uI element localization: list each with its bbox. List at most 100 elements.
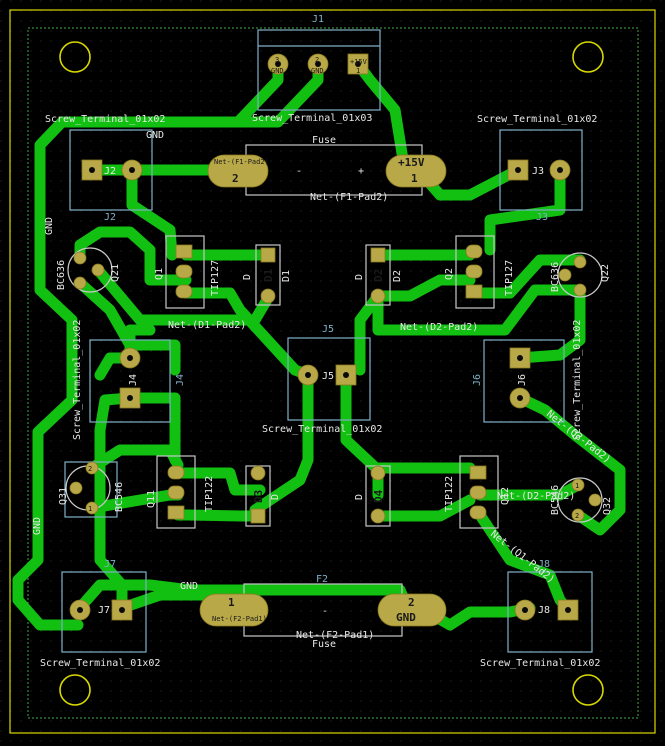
- f1-pad1-number: 1: [411, 172, 418, 185]
- j2-ref: J2: [104, 212, 116, 223]
- q22-pad-1: [573, 255, 587, 269]
- trace-j4-up: [124, 392, 181, 466]
- trace-j6-top: [514, 289, 586, 364]
- j4-ref: J4: [175, 374, 186, 386]
- q21-pad-1: [73, 251, 87, 265]
- j5-ref: J5: [322, 324, 334, 335]
- mounting-hole-top-right: [572, 41, 604, 73]
- j5-value: Screw_Terminal_01x02: [262, 424, 382, 435]
- trace-j3-q2: [484, 164, 566, 256]
- j3-value: Screw_Terminal_01x02: [477, 114, 597, 125]
- q31-pin3: 1: [88, 505, 92, 513]
- q31-pad-3: [85, 501, 99, 515]
- trace-j5-q12: [340, 369, 384, 501]
- d4-pad-1: [370, 465, 386, 481]
- q32-pad-3: [571, 508, 585, 522]
- trace-q2-j5: [354, 290, 384, 376]
- q11-pad-2: [167, 485, 185, 500]
- q12-pad-1: [469, 465, 487, 480]
- q21-pad-2: [91, 263, 105, 277]
- f1-plus: +: [358, 166, 364, 177]
- q32-outline: [557, 477, 603, 523]
- q1-pad-1: [175, 244, 193, 259]
- trace-q2-q22: [470, 254, 586, 299]
- q22-ref: Q22: [600, 264, 611, 282]
- d1-pad-2: [260, 288, 276, 304]
- q32-pad-2: [588, 493, 602, 507]
- d1-outline: [255, 244, 281, 306]
- gnd-label-bottom: GND: [180, 581, 198, 592]
- j2-outline: [69, 129, 153, 211]
- j1-pin2-label: GND: [311, 67, 324, 75]
- f1-label: Fuse: [312, 135, 336, 146]
- j2-value: Screw_Terminal_01x02: [45, 114, 165, 125]
- d4-value: D: [354, 494, 365, 500]
- q32-pad-1: [571, 478, 585, 492]
- j1-pin1-number: 1: [356, 67, 360, 75]
- j1-pin3-number: 3: [275, 56, 279, 64]
- f2-pad-1: [199, 593, 269, 627]
- d2-ref: D2: [392, 270, 403, 282]
- f1-minus: -: [296, 166, 302, 177]
- f1-pad2-number: 2: [232, 172, 239, 185]
- d2-pad-1: [370, 247, 386, 263]
- gnd-label-top: GND: [146, 130, 164, 141]
- q1-value: TIP127: [210, 260, 221, 296]
- j1-pin2-number: 2: [315, 56, 319, 64]
- j1-pin1-label: +15V: [350, 58, 368, 66]
- d2-silk: D2: [372, 269, 385, 282]
- f1-pad2-net: Net-(F1-Pad2): [214, 158, 269, 166]
- q12-outline: [459, 455, 499, 529]
- j1-ref: J1: [312, 14, 324, 25]
- j1-outline: [257, 29, 381, 111]
- q2-pad-1: [465, 244, 483, 259]
- q2-outline: [455, 235, 495, 309]
- q22-pad-3: [573, 283, 587, 297]
- f2-pad2-net: GND: [396, 611, 416, 624]
- trace-j6-diag: [514, 392, 626, 536]
- j6-silk-ref: J6: [517, 374, 528, 386]
- trace-j5-q11: [249, 369, 314, 516]
- f2-pad-2: [377, 593, 447, 627]
- q12-value: TIP122: [444, 476, 455, 512]
- q22-pad-2: [558, 268, 572, 282]
- q2-pad-2: [465, 264, 483, 279]
- q31-pin2: 2: [88, 465, 92, 473]
- q11-value: TIP122: [204, 476, 215, 512]
- q32-ref: Q32: [602, 497, 613, 515]
- j6-outline: [483, 339, 565, 423]
- q31-value: BC546: [114, 482, 125, 512]
- f2-minus: -: [322, 606, 328, 617]
- net-d2-label: Net-(D2-Pad2): [400, 322, 478, 333]
- q31-pad-1: [85, 461, 99, 475]
- j3-silk-ref: J3: [532, 166, 544, 177]
- q11-ref: Q11: [146, 490, 157, 508]
- f1-pad1-net: +15V: [398, 156, 425, 169]
- j7-outline: [61, 571, 147, 653]
- f1-net-label: Net-(F1-Pad2): [310, 192, 388, 203]
- j8-outline: [507, 571, 593, 653]
- q31-ref: Q31: [58, 487, 69, 505]
- trace-q21-1: [74, 226, 192, 286]
- j7-value: Screw_Terminal_01x02: [40, 658, 160, 669]
- q12-ref: Q12: [500, 487, 511, 505]
- d4-pad-2: [370, 508, 386, 524]
- net-d1-label: Net-(D1-Pad2): [168, 320, 246, 331]
- f2-ref: F2: [316, 574, 328, 585]
- q11-pad-3: [167, 465, 185, 480]
- f2-net-label: Net-(F2-Pad1): [296, 630, 374, 641]
- j8-silk-ref: J8: [538, 605, 550, 616]
- trace-j2-q1: [126, 164, 178, 261]
- f2-label: Fuse: [312, 639, 336, 650]
- q21-outline: [67, 247, 113, 293]
- q21-ref: Q21: [110, 264, 121, 282]
- q12-pad-3: [469, 505, 487, 520]
- j3-ref: J3: [536, 212, 548, 223]
- f2-pad1-net: Net-(F2-Pad1): [212, 615, 267, 623]
- net-d2b-label: Net-(D2-Pad2): [497, 491, 575, 502]
- j4-value: Screw_Terminal_01x02: [72, 320, 83, 440]
- j8-ref: J8: [538, 559, 550, 570]
- j8-value: Screw_Terminal_01x02: [480, 658, 600, 669]
- d3-pad-1: [250, 508, 266, 524]
